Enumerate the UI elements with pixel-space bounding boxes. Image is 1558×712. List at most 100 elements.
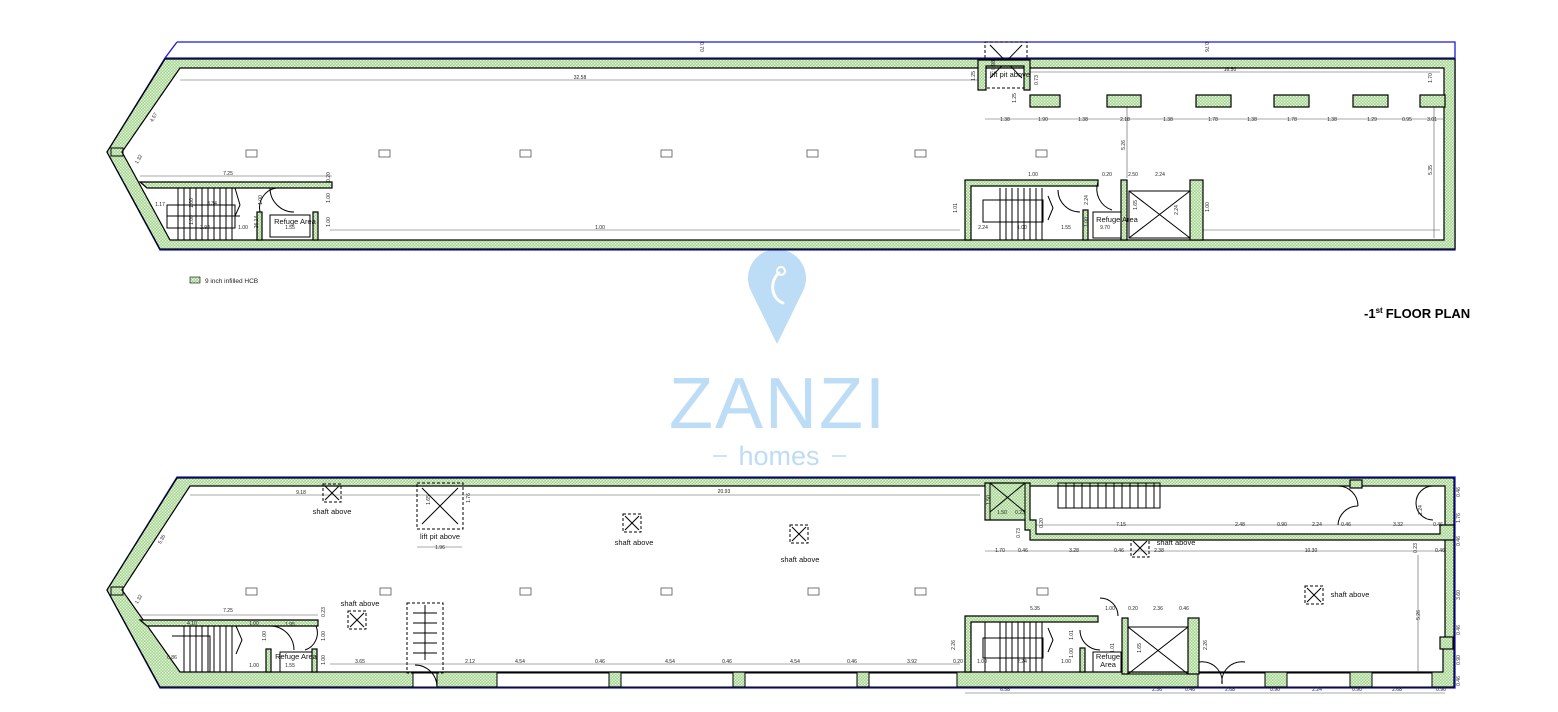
dimension-label: 0.20 [953,659,963,665]
dimension-label: 4.54 [665,659,675,665]
dimension-label: 0.90 [1270,687,1280,693]
dimension-label: 2.24 [1312,687,1322,693]
dimension-label: 7.25 [223,171,233,177]
title-prefix: -1 [1364,306,1376,321]
dimension-label: 1.00 [262,631,268,641]
lift-shaft [1128,190,1191,239]
dimension-label: 2.24 [1312,522,1322,528]
dimension-label: 1.00 [249,663,259,669]
dimension-label: 0.76 [1203,42,1209,52]
dimension-label: 2.24 [1174,205,1180,215]
dimension-label: 0.23 [1015,510,1025,516]
dimension-label: 2.24 [1017,659,1027,665]
dimension-label: 0.86 [167,655,177,661]
dimension-label: 1.00 [1105,606,1115,612]
room-label: Refuge Area [1096,215,1139,224]
dimension-label: 0.90 [1436,687,1446,693]
dimension-label: 1.50 [997,510,1007,516]
dimension-label: 2.12 [465,659,475,665]
dimension-label: 0.23 [1413,543,1419,553]
logo-hook-icon [771,271,785,305]
dimension-label: 2.36 [1153,606,1163,612]
dimension-label: 1.25 [1012,93,1018,103]
staircase [166,187,241,240]
dimension-label: 6.58 [1000,687,1010,693]
dimension-label: 1.38 [1247,117,1257,123]
shaft-above-markers [322,483,1324,630]
dimension-label: 1.00 [1028,172,1038,178]
dimension-label: 1.00 [1084,217,1090,227]
dimension-label: 2.24 [1155,172,1165,178]
dimension-label: 3.32 [1393,522,1403,528]
dimension-label: 0.70 [698,42,704,52]
staircase [982,622,1054,672]
dimension-label: 9.18 [296,490,306,496]
dimension-label: 1.01 [953,203,959,213]
dimension-label: 0.46 [1456,487,1462,497]
dimension-label: 0.46 [847,659,857,665]
watermark-brand: ZANZI [669,364,887,444]
dimension-label: 1.17 [155,202,165,208]
room-label: shaft above [313,507,352,516]
dimension-label: 1.00 [238,225,248,231]
staircase [1057,482,1161,509]
room-label: shaft above [1157,538,1196,547]
dimension-label: 0.20 [1128,606,1138,612]
dimension-label: 1.95 [285,622,295,628]
dimension-label: 0.90 [1352,687,1362,693]
dimension-label: 1.90 [1038,117,1048,123]
dimension-label: 3.92 [907,659,917,665]
dimension-label: 1.00 [321,631,327,641]
dimension-label: 0.46 [1456,676,1462,686]
dimension-label: 7.25 [223,608,233,614]
title-text: FLOOR PLAN [1386,306,1471,321]
dimension-label: 0.46 [1435,548,1445,554]
dimension-label: 1.65 [1137,643,1143,653]
dimension-label: 32.58 [574,75,587,81]
dimension-label: 2.48 [1235,522,1245,528]
legend-label: 9 inch infilled HCB [205,278,258,285]
staircase [406,602,444,674]
dimension-label: 4.57 [149,112,159,124]
dimension-label: 1.65 [1133,200,1139,210]
dimension-label: 26.14 [254,216,260,229]
dimension-label: 1.00 [326,193,332,203]
dimension-label: 1.78 [1287,117,1297,123]
dimension-label: 5.26 [1416,610,1422,620]
dimension-label: 7.15 [1116,522,1126,528]
dimension-label: 1.50 [986,495,992,505]
watermark-sub: homes [738,441,819,471]
dimension-label: 0.90 [1456,655,1462,665]
room-label: lift pit above [420,532,460,541]
dimension-label: 1.00 [321,655,327,665]
dimension-label: 1.00 [977,659,987,665]
dimension-label: 2.50 [1128,172,1138,178]
dimension-label: 0.46 [722,659,732,665]
dimension-label: 1.65 [426,495,432,505]
dimension-label: 1.29 [1367,117,1377,123]
dimension-label: 0.90 [1277,522,1287,528]
dimension-label: 3.60 [1456,590,1462,600]
dimension-label: 0.46 [1114,548,1124,554]
dimension-label: 0.20 [1039,518,1045,528]
dimension-label: 1.70 [1428,73,1434,83]
dimension-label: 2.94 [200,225,210,231]
dimension-label: 1.01 [1069,630,1075,640]
room-label: shaft above [341,599,380,608]
dimension-label: 1.00 [1017,225,1027,231]
dimension-label: 1.00 [1061,659,1071,665]
dimension-label: 16.50 [1224,67,1237,73]
dimension-label: 1.70 [995,548,1005,554]
dimension-label: 1.55 [1061,225,1071,231]
dimension-label: 5.35 [1030,606,1040,612]
dimension-label: 1.32 [134,594,144,606]
dimension-label: 20.93 [718,489,731,495]
dimension-label: 0.46 [1018,548,1028,554]
dimension-label: 3.65 [355,659,365,665]
location-pin-icon [747,249,806,344]
